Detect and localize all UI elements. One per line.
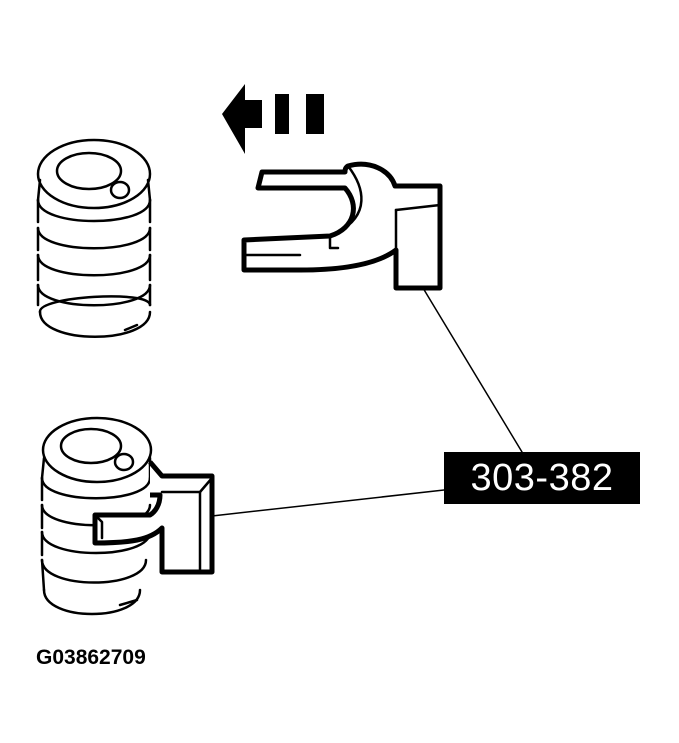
coil-spring-upper xyxy=(36,138,152,338)
spring-compressor-tool xyxy=(241,161,443,291)
arrow-left-icon xyxy=(222,84,324,154)
tool-number-label: 303-382 xyxy=(444,452,640,504)
figure-id: G03862709 xyxy=(36,646,146,669)
coil-spring-lower-with-tool xyxy=(40,416,215,616)
